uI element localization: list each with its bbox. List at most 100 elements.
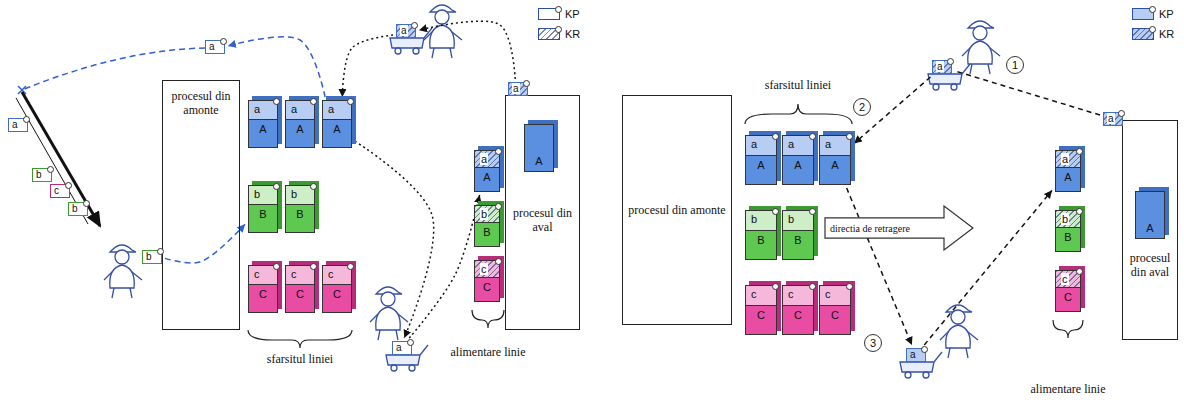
node-text: c <box>751 288 757 300</box>
node-text: C <box>259 288 267 300</box>
node-text: A <box>483 171 490 183</box>
node-text: 3 <box>870 337 876 349</box>
product-cube: bB <box>285 185 315 233</box>
kanban-card: a <box>396 24 416 38</box>
product-cube: aA <box>248 100 278 148</box>
node-text: a <box>480 153 488 165</box>
product-cube: aA <box>322 100 352 148</box>
node-text: a <box>751 138 757 150</box>
node-text: 1 <box>1012 59 1018 71</box>
node-text: C <box>296 288 304 300</box>
bracket-label: sfarsitul liniei <box>265 352 335 367</box>
node-text: A <box>1064 171 1071 183</box>
node-text: a <box>396 342 402 353</box>
connector <box>409 195 479 338</box>
node-text: directia de retragere <box>830 223 910 234</box>
node-text: B <box>259 208 266 220</box>
card-trajectory <box>16 48 205 226</box>
node-text: b <box>36 169 42 180</box>
callout-number: 1 <box>1006 56 1024 74</box>
product-cube: A <box>524 124 554 172</box>
product-cube: bB <box>745 210 777 260</box>
product-cube: cC <box>474 260 500 302</box>
node-text: A <box>259 123 266 135</box>
node-text: c <box>254 268 260 280</box>
node-text: c <box>480 263 488 275</box>
node-text: b <box>291 188 297 200</box>
node-text: c <box>328 268 334 280</box>
process-box: procesul din amonte <box>162 80 240 330</box>
product-cube: A <box>1135 191 1165 239</box>
node-text: a <box>254 103 260 115</box>
product-cube: bB <box>248 185 278 233</box>
callout-number: 3 <box>864 334 882 352</box>
node-text: b <box>480 208 488 220</box>
legend-row: KR <box>1132 28 1174 40</box>
node-text: a <box>825 138 831 150</box>
node-text: a <box>400 25 408 36</box>
legend-text: KR <box>565 28 580 40</box>
product-cube: cC <box>1055 270 1081 312</box>
node-text: b <box>254 188 260 200</box>
connector <box>419 21 515 79</box>
process-box: procesul din aval A <box>505 95 580 330</box>
product-cube: aA <box>745 135 777 185</box>
node-text: a <box>291 103 297 115</box>
node-text: a <box>1107 113 1115 124</box>
kanban-card: a <box>8 118 28 132</box>
connector <box>847 188 912 345</box>
node-text: procesul din amonte <box>172 89 231 117</box>
process-box: procesul din amonte <box>622 95 732 325</box>
node-text: A <box>1146 222 1153 234</box>
product-cube: bB <box>782 210 814 260</box>
node-text: C <box>794 309 802 321</box>
node-text: C <box>483 281 491 293</box>
bracket-label: alimentare linie <box>449 345 528 360</box>
node-text: a <box>12 119 18 130</box>
node-text: a <box>209 41 215 52</box>
connector <box>342 35 393 97</box>
legend-swatch <box>1132 28 1154 40</box>
kanban-card: a <box>205 40 225 54</box>
connector <box>854 77 930 143</box>
legend-row: KP <box>538 8 580 20</box>
product-cube: aA <box>819 135 851 185</box>
legend-text: KP <box>565 8 580 20</box>
product-cube: cC <box>745 285 777 335</box>
product-cube: cC <box>322 265 352 313</box>
kanban-card: a <box>932 60 952 74</box>
kanban-card: b <box>142 250 162 264</box>
legend-row: KP <box>1132 8 1174 20</box>
legend-text: KR <box>1159 28 1174 40</box>
node-text: A <box>333 123 340 135</box>
worker-figures <box>104 5 1000 378</box>
node-text: b <box>146 251 152 262</box>
product-cube: aA <box>474 150 500 192</box>
node-text: a <box>910 349 916 360</box>
direction-arrow: directia de retragere <box>824 205 974 251</box>
connector <box>228 37 325 97</box>
connector <box>165 224 245 263</box>
node-text: b <box>72 203 78 214</box>
legend-text: KP <box>1159 8 1174 20</box>
legend-swatch <box>538 8 560 20</box>
node-text: procesul din aval <box>513 206 572 234</box>
kanban-card: a <box>392 341 412 355</box>
product-cube: aA <box>285 100 315 148</box>
node-text: C <box>757 309 765 321</box>
node-text: c <box>291 268 297 280</box>
node-text: a <box>788 138 794 150</box>
node-text: B <box>757 234 764 246</box>
node-text: a <box>936 61 944 72</box>
node-text: b <box>788 213 794 225</box>
process-box: procesul din aval A <box>1122 120 1178 340</box>
node-text: b <box>751 213 757 225</box>
node-text: a <box>1061 153 1069 165</box>
arrow-outline <box>825 206 973 250</box>
node-text: procesul din amonte <box>628 203 725 217</box>
node-text: a <box>328 103 334 115</box>
kanban-card: a <box>906 348 926 362</box>
node-text: c <box>825 288 831 300</box>
legend-swatch <box>1132 8 1154 20</box>
node-text: procesul din aval <box>1130 251 1171 279</box>
